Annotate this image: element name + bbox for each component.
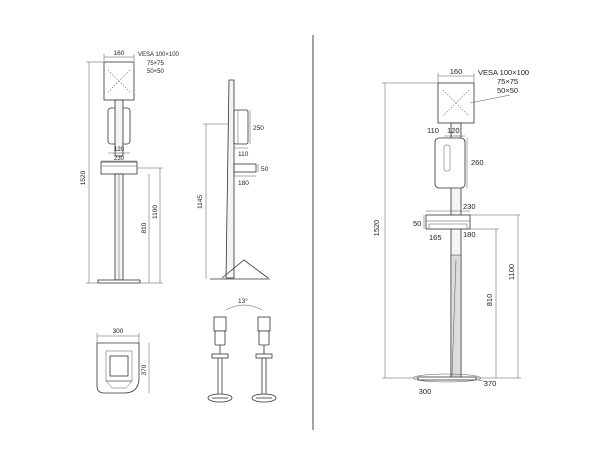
vesa-50-label-small: 50×50 (147, 69, 165, 75)
vesa-label-large: VESA 100×100 (478, 68, 529, 77)
dim-250: 250 (253, 125, 264, 132)
vesa-label-small: VESA 100×100 (138, 52, 180, 58)
dim-1145: 1145 (197, 195, 204, 209)
dim-180-large: 180 (463, 230, 476, 239)
dim-260: 260 (471, 158, 484, 167)
dim-300-large: 300 (419, 387, 432, 396)
side-tray (233, 163, 257, 173)
front-view-small: 160 VESA 100×100 75×75 50×50 120 230 152… (80, 50, 180, 284)
dim-1100-large: 1100 (507, 264, 516, 280)
vesa-75-label-small: 75×75 (147, 61, 165, 67)
dim-300-small: 300 (113, 328, 124, 335)
angle-label: 13° (238, 297, 248, 305)
dim-165: 165 (429, 233, 442, 242)
dim-1100-small: 1100 (152, 205, 159, 219)
base-top-view: 300 370 (96, 328, 150, 394)
front-view-large: 160 VESA 100×100 75×75 50×50 110 120 260… (372, 67, 529, 396)
base-large (417, 376, 477, 381)
dim-160-large: 160 (450, 67, 463, 76)
perspective-views: 13° (207, 297, 277, 403)
dim-1520-small: 1520 (80, 170, 87, 185)
dim-370-large: 370 (484, 379, 497, 388)
side-view: 250 110 50 180 1145 (197, 79, 270, 280)
dim-230-small: 230 (114, 156, 125, 162)
dim-50-large: 50 (413, 219, 421, 228)
base-plate (97, 279, 141, 284)
dim-810-small: 810 (141, 222, 148, 233)
side-pole (225, 79, 235, 279)
dim-1520-large: 1520 (372, 220, 381, 237)
pole-upper (114, 99, 124, 157)
side-dispenser (233, 109, 249, 145)
tray-large (425, 214, 471, 230)
dim-110-large: 110 (427, 126, 439, 135)
dim-230-large: 230 (463, 202, 476, 211)
tray (100, 161, 138, 175)
dim-120-large: 120 (447, 126, 460, 135)
dim-370-small: 370 (141, 364, 148, 375)
dim-120-small: 120 (114, 147, 125, 153)
dim-810-large: 810 (485, 294, 494, 307)
dim-50-side: 50 (261, 166, 269, 173)
dim-160-small: 160 (114, 50, 125, 57)
dim-180-side: 180 (238, 180, 249, 187)
vesa-50-label-large: 50×50 (497, 86, 518, 95)
dim-110-side: 110 (238, 151, 249, 158)
vesa-75-label-large: 75×75 (497, 77, 518, 86)
